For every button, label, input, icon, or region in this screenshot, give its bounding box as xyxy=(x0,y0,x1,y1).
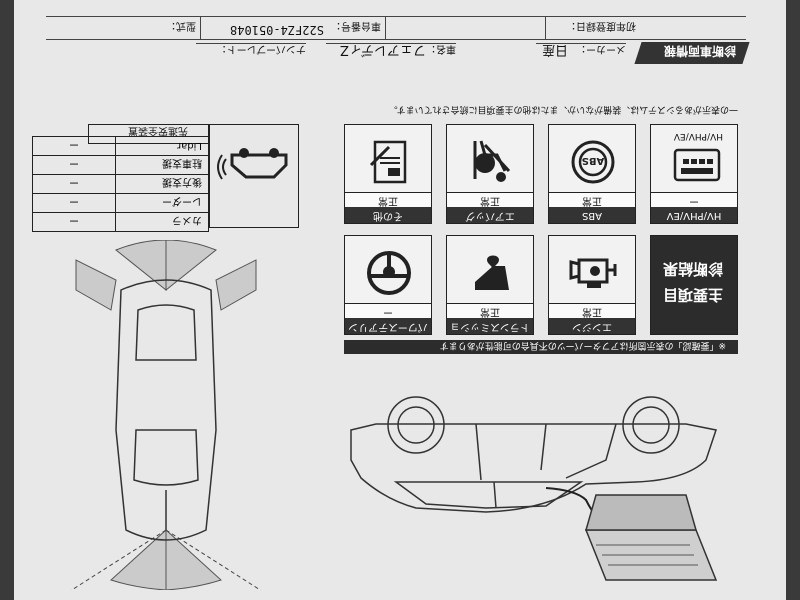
main-items-title-2: 診断結果 xyxy=(662,260,723,278)
system-status-power-steering: ー xyxy=(345,303,431,318)
engine-icon xyxy=(569,258,617,288)
system-box-transmission: トランスミッション 正常 xyxy=(446,235,534,335)
adas-row-status: ー xyxy=(32,193,116,213)
system-box-abs: ABS 正常 ABS xyxy=(548,124,636,224)
system-box-airbag: エアバッグ 正常 xyxy=(446,124,534,224)
system-box-hv: HV/PHV/EV ー HV/PHV/EV xyxy=(650,124,738,224)
system-name-engine: エンジン xyxy=(549,318,635,334)
system-name-airbag: エアバッグ xyxy=(447,207,533,223)
chassis-number: S22FZ4-051048 xyxy=(230,23,324,37)
adas-row: カメラー xyxy=(32,212,209,232)
plate-label: ナンバープレート： xyxy=(216,43,306,54)
transmission-icon xyxy=(475,255,509,290)
adas-row-name: 後方支援 xyxy=(115,174,209,194)
header-divider-1 xyxy=(545,17,546,40)
section-title: 診断車両情報 xyxy=(663,44,736,58)
notice-top: 一の表示があるシステムは、装備がないか、または他の主要項目に統合されています。 xyxy=(388,104,738,114)
hv-caption: HV/PHV/EV xyxy=(673,131,723,141)
system-name-abs: ABS xyxy=(549,207,635,223)
sensor-zone-rear-side-left xyxy=(215,259,257,311)
header-bottom-rule xyxy=(46,16,746,17)
hv-battery-icon xyxy=(673,148,721,182)
adas-row-status: ー xyxy=(32,212,116,232)
header-divider-3 xyxy=(200,17,201,40)
svg-text:ABS: ABS xyxy=(582,155,605,166)
sensor-zone-rear-side-right xyxy=(75,259,117,311)
system-status-engine: 正常 xyxy=(549,303,635,318)
model-label: 型式： xyxy=(166,20,196,31)
system-status-other: 正常 xyxy=(345,192,431,207)
system-status-transmission: 正常 xyxy=(447,303,533,318)
maker-value: 日産 xyxy=(541,42,568,57)
abs-icon: ABS xyxy=(571,140,615,184)
adas-row: レーダーー xyxy=(32,193,209,213)
airbag-icon xyxy=(473,140,511,182)
system-status-hv: ー xyxy=(651,192,737,207)
system-box-engine: エンジン 正常 xyxy=(548,235,636,335)
adas-car-icon xyxy=(217,148,288,180)
system-name-other: その他 xyxy=(345,207,431,223)
maker-underline xyxy=(536,43,626,44)
chassis-label: 車台番号： xyxy=(331,20,381,31)
sensor-zone-rear-right xyxy=(115,240,167,292)
adas-row-status: ー xyxy=(32,174,116,194)
notice-bottom: ※「要確認」の表示箇所はアフターパーツの不具合の可能性があります xyxy=(439,340,726,350)
system-status-abs: 正常 xyxy=(549,192,635,207)
adas-row-status: ー xyxy=(32,136,116,156)
system-box-other: その他 正常 xyxy=(344,124,432,224)
header-divider-2 xyxy=(385,17,386,40)
adas-row-name: カメラ xyxy=(115,212,209,232)
system-box-power-steering: パワーステアリング ー xyxy=(344,235,432,335)
paper-sheet: 初年度登録日： 車台番号： S22FZ4-051048 型式： 診断車両情報 メ… xyxy=(14,0,786,600)
main-items-title-1: 主要項目 xyxy=(662,286,723,304)
system-name-transmission: トランスミッション xyxy=(447,305,533,334)
system-status-airbag: 正常 xyxy=(447,192,533,207)
car-name-underline xyxy=(326,43,456,44)
steering-wheel-icon xyxy=(367,251,411,295)
plate-underline xyxy=(196,43,306,44)
system-name-power-steering: パワーステアリング xyxy=(345,305,431,334)
adas-row-name: Lidar xyxy=(115,136,209,156)
adas-row: 駐車支援ー xyxy=(32,155,209,175)
car-name-value: フェアレディZ xyxy=(340,42,426,57)
other-document-icon xyxy=(369,140,407,184)
adas-row: 後方支援ー xyxy=(32,174,209,194)
first-reg-label: 初年度登録日： xyxy=(566,20,636,31)
sensor-zone-front-right xyxy=(110,528,167,590)
car-top-view-diagram xyxy=(55,240,277,590)
header-top-rule xyxy=(46,39,746,40)
laptop-icon xyxy=(584,494,718,581)
adas-row-name: レーダー xyxy=(115,193,209,213)
adas-row-name: 駐車支援 xyxy=(115,155,209,175)
system-name-hv: HV/PHV/EV xyxy=(651,207,737,223)
adas-row-status: ー xyxy=(32,155,116,175)
main-items-box: 主要項目 診断結果 xyxy=(650,235,738,335)
car-name-label: 車名： xyxy=(426,43,456,54)
adas-panel xyxy=(209,124,299,228)
maker-label: メーカー： xyxy=(576,43,626,54)
